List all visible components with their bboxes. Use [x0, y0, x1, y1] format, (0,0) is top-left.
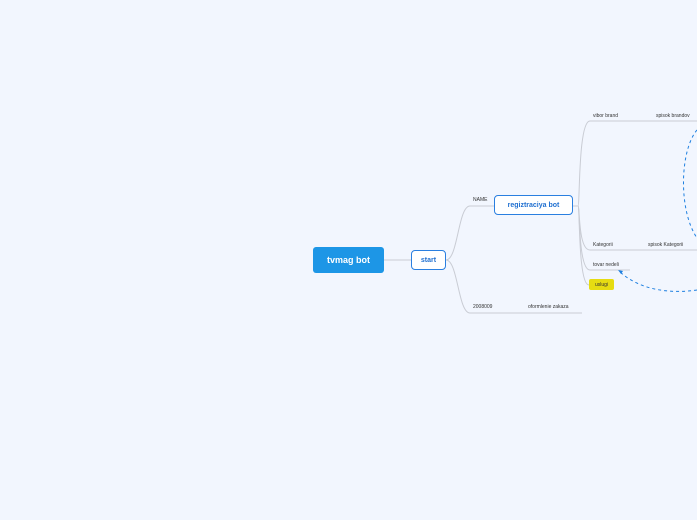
branch-tovar-nedeli[interactable]: tovar nedeli	[593, 262, 619, 268]
edge-tovar	[577, 205, 630, 271]
edge-start-order	[445, 259, 582, 314]
branch-spisok-kategorii[interactable]: spisok Kategorii	[648, 242, 684, 248]
branch-uslugi[interactable]: uslugi	[589, 279, 614, 290]
branch-oformlenie-zakaza[interactable]: oformlenie zakaza	[528, 304, 569, 310]
dashed-relation-brand	[683, 129, 697, 239]
edge-vibor-brand	[573, 120, 697, 207]
dashed-relation-tovar	[619, 271, 697, 292]
arrow-head-icon	[618, 270, 623, 274]
branch-spisok-brandov[interactable]: spisok brandov	[656, 113, 690, 119]
edge-start-registration	[445, 205, 494, 261]
branch-vibor-brand[interactable]: vibor brand	[593, 113, 619, 119]
edge-label-name: NAME	[473, 197, 488, 203]
edge-uslugi	[577, 205, 590, 286]
root-node[interactable]: tvmag bot	[313, 247, 384, 273]
registration-node[interactable]: regiztraciya bot	[494, 195, 573, 215]
branch-order-code[interactable]: 2008009	[473, 304, 493, 310]
start-node[interactable]: start	[411, 250, 446, 270]
branch-kategorii[interactable]: Kategorii	[593, 242, 613, 248]
